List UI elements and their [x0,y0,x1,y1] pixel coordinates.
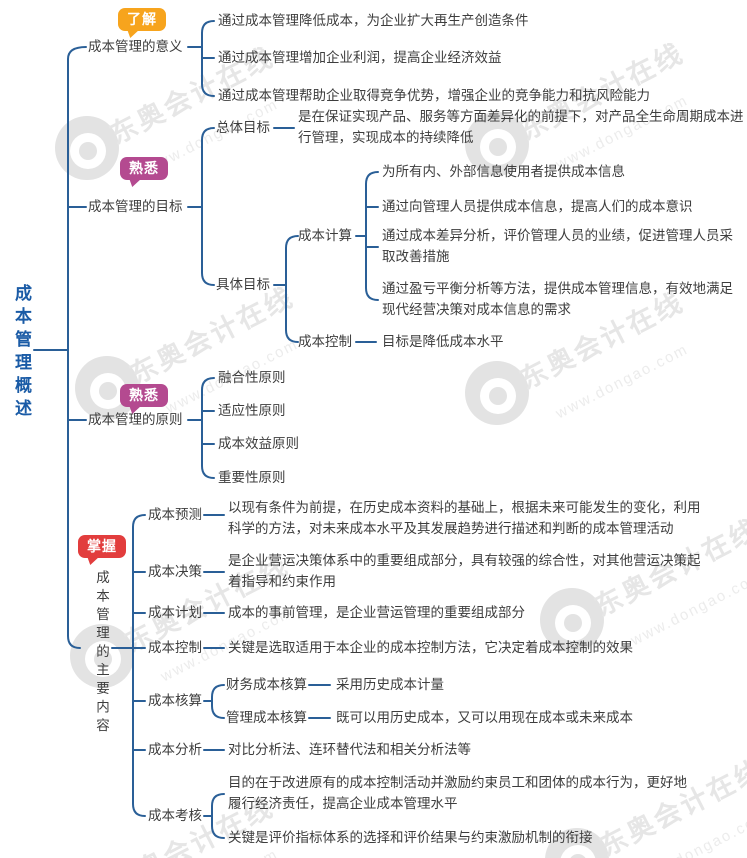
forecast-desc[interactable]: 以现有条件为前提，在历史成本资料的基础上，根据未来可能发生的变化，利用科学的方法… [228,500,701,536]
assessment-item[interactable]: 目的在于改进原有的成本控制活动并激励约束员工和团体的成本行为，更好地履行经济责任… [228,775,687,811]
principles-bracket [187,377,215,479]
topic-goal[interactable]: 成本管理的目标 [88,198,183,214]
topic-meaning[interactable]: 成本管理的意义 [88,38,183,54]
topic-decision[interactable]: 成本决策 [148,563,202,579]
cost-calc-item[interactable]: 为所有内、外部信息使用者提供成本信息 [382,163,625,179]
cost-calc-item[interactable]: 通过向管理人员提供成本信息，提高人们的成本意识 [382,198,693,214]
badge-liaojie: 了解 [118,8,166,38]
root-topic[interactable]: 成本管理概述 [12,284,31,422]
topic-specific-goal[interactable]: 具体目标 [216,276,270,292]
topic-cost-control-goal[interactable]: 成本控制 [298,333,352,349]
topic-managerial-accounting[interactable]: 管理成本核算 [226,709,307,725]
cost-calc-item[interactable]: 通过盈亏平衡分析等方法，提供成本管理信息，有效地满足现代经营决策对成本信息的需求 [382,281,733,317]
principle-item[interactable]: 适应性原则 [218,402,286,418]
topic-main-content[interactable]: 成本管理的主要内容 [94,570,109,737]
decision-desc[interactable]: 是企业营运决策体系中的重要组成部分，具有较强的综合性，对其他营运决策起着指导和约… [228,553,701,589]
meaning-item[interactable]: 通过成本管理降低成本，为企业扩大再生产创造条件 [218,12,529,28]
financial-accounting-desc[interactable]: 采用历史成本计量 [336,676,444,692]
badge-tail [87,556,100,565]
principle-item[interactable]: 重要性原则 [218,469,286,485]
cost-calc-item[interactable]: 通过成本差异分析，评价管理人员的业绩，促进管理人员采取改善措施 [382,228,733,264]
content-bracket [111,514,146,817]
topic-accounting[interactable]: 成本核算 [148,692,202,708]
managerial-accounting-desc[interactable]: 既可以用历史成本，又可以用现在成本或未来成本 [336,709,633,725]
badge-shuxi: 熟悉 [120,384,168,414]
principle-item[interactable]: 融合性原则 [218,369,286,385]
topic-forecast[interactable]: 成本预测 [148,506,202,522]
topic-principles[interactable]: 成本管理的原则 [88,411,183,427]
badge-tail [129,178,142,187]
plan-desc[interactable]: 成本的事前管理，是企业营运管理的重要组成部分 [228,604,525,620]
badge-shuxi: 熟悉 [120,157,168,187]
assessment-item[interactable]: 关键是评价指标体系的选择和评价结果与约束激励机制的衔接 [228,829,593,845]
cost-control-goal-desc[interactable]: 目标是降低成本水平 [382,333,504,349]
accounting-bracket [203,684,225,719]
principle-item[interactable]: 成本效益原则 [218,435,299,451]
meaning-item[interactable]: 通过成本管理帮助企业取得竞争优势，增强企业的竞争能力和抗风险能力 [218,87,650,103]
topic-overall-goal[interactable]: 总体目标 [216,119,270,135]
goal-bracket [187,127,215,286]
topic-control[interactable]: 成本控制 [148,639,202,655]
meaning-item[interactable]: 通过成本管理增加企业利润，提高企业经济效益 [218,49,502,65]
cost-calc-bracket [355,171,379,301]
topic-assessment[interactable]: 成本考核 [148,807,202,823]
overall-goal-desc[interactable]: 是在保证实现产品、服务等方面差异化的前提下，对产品全生命周期成本进行管理，实现成… [298,109,744,145]
topic-cost-calc[interactable]: 成本计算 [298,227,352,243]
topic-financial-accounting[interactable]: 财务成本核算 [226,676,307,692]
meaning-bracket [187,20,215,97]
specific-goal-bracket [273,235,299,343]
control-desc[interactable]: 关键是选取适用于本企业的成本控制方法，它决定着成本控制的效果 [228,639,633,655]
badge-zhangwo: 掌握 [78,535,126,565]
spine-connector [33,46,87,649]
topic-analysis[interactable]: 成本分析 [148,741,202,757]
badge-tail [127,29,140,38]
assessment-bracket [203,793,225,839]
topic-plan[interactable]: 成本计划 [148,604,202,620]
analysis-desc[interactable]: 对比分析法、连环替代法和相关分析法等 [228,741,471,757]
